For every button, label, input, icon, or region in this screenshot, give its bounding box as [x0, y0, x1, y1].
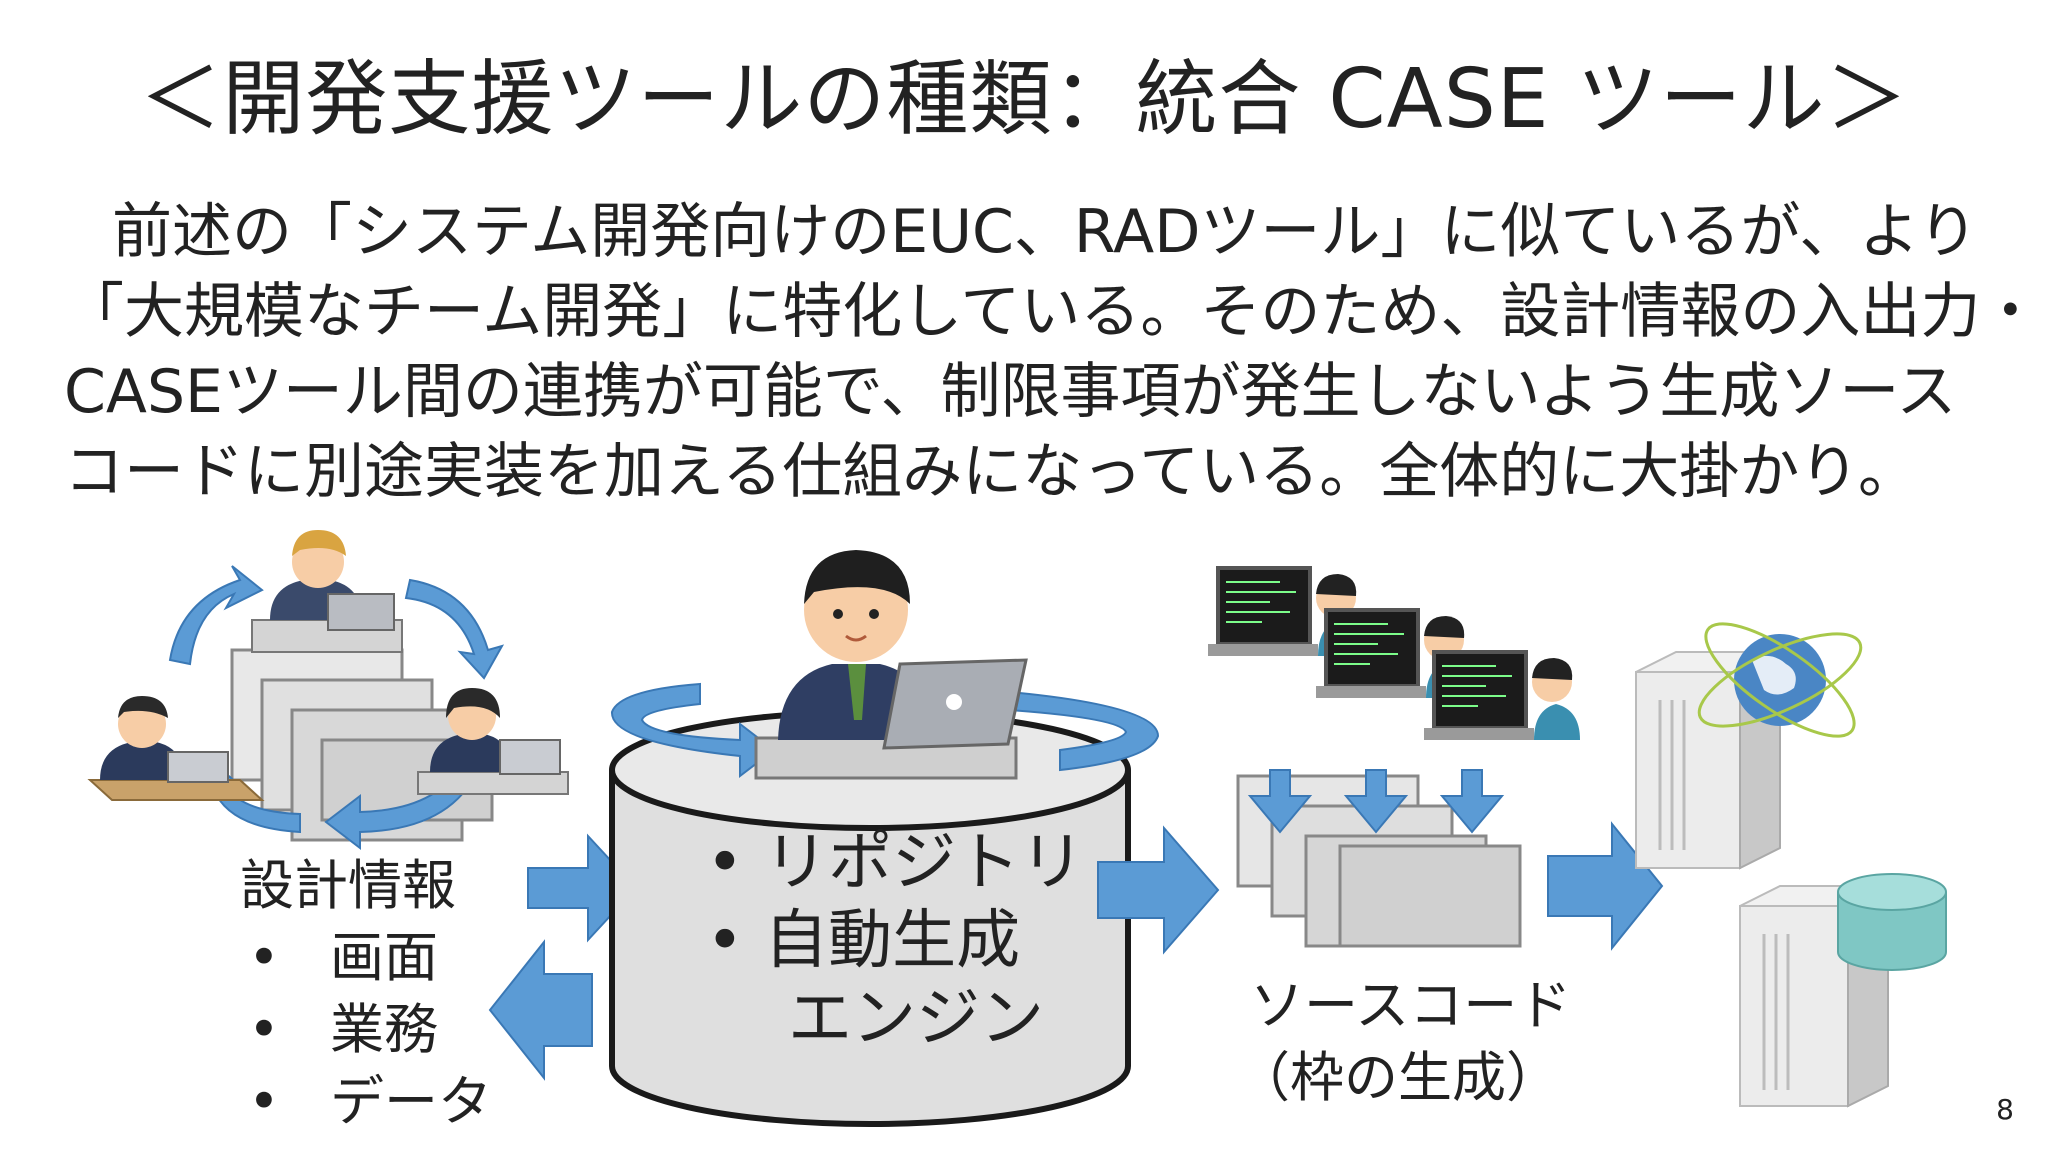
engine-item-autogen: 自動生成	[764, 904, 1021, 978]
arrow-engine-to-source	[1097, 825, 1220, 955]
design-item-business: 業務	[330, 998, 438, 1061]
design-item-screen: 画面	[330, 926, 438, 989]
source-code-label: ソースコード	[1250, 974, 1572, 1037]
database-icon	[1837, 873, 1947, 971]
body-line-3: CASEツール間の連携が可能で、制限事項が発生しないよう生成ソース	[64, 357, 1957, 427]
page-number: 8	[1996, 1093, 2014, 1126]
developer-top-icon	[251, 530, 403, 653]
engine-item-repository: リポジトリ	[764, 826, 1085, 900]
source-code-sublabel: （枠の生成）	[1236, 1046, 1560, 1109]
design-info-list: •画面 •業務 •データ	[248, 922, 492, 1138]
list-item: •画面	[248, 922, 492, 994]
slide-title: ＜開発支援ツールの種類：統合 CASE ツール＞	[139, 52, 1909, 147]
list-item: •データ	[248, 1066, 492, 1138]
engine-text: • リポジトリ • 自動生成 エンジン	[706, 824, 1226, 1058]
list-item: • 自動生成	[706, 904, 1021, 978]
list-item: •業務	[248, 994, 492, 1066]
design-info-label: 設計情報	[240, 854, 456, 917]
sync-arrows	[610, 672, 1160, 779]
programmer-workstations	[1208, 566, 1580, 740]
source-doc-stack	[1236, 774, 1522, 948]
body-line-4: コードに別途実装を加える仕組みになっている。全体的に大掛かり。	[64, 437, 1918, 507]
developer-left-icon	[87, 696, 265, 801]
body-line-1: 前述の「システム開発向けのEUC、RADツール」に似ているが、より	[112, 197, 1979, 267]
arrow-source-to-server	[1547, 821, 1664, 951]
case-tool-diagram	[87, 530, 1947, 1127]
body-text: 前述の「システム開発向けのEUC、RADツール」に似ているが、より 「大規模なチ…	[64, 192, 2041, 512]
central-developer-icon	[754, 550, 1028, 780]
globe-icon	[1697, 622, 1863, 738]
design-item-data: データ	[330, 1070, 492, 1133]
developer-right-icon	[417, 688, 569, 795]
list-item: • リポジトリ	[706, 826, 1085, 900]
engine-continuation: エンジン	[788, 982, 1044, 1056]
team-cluster	[87, 530, 569, 851]
body-line-2: 「大規模なチーム開発」に特化している。そのため、設計情報の入出力・	[64, 277, 2041, 347]
generation-arrows	[1247, 769, 1505, 834]
arrow-engine-to-design	[488, 939, 593, 1081]
